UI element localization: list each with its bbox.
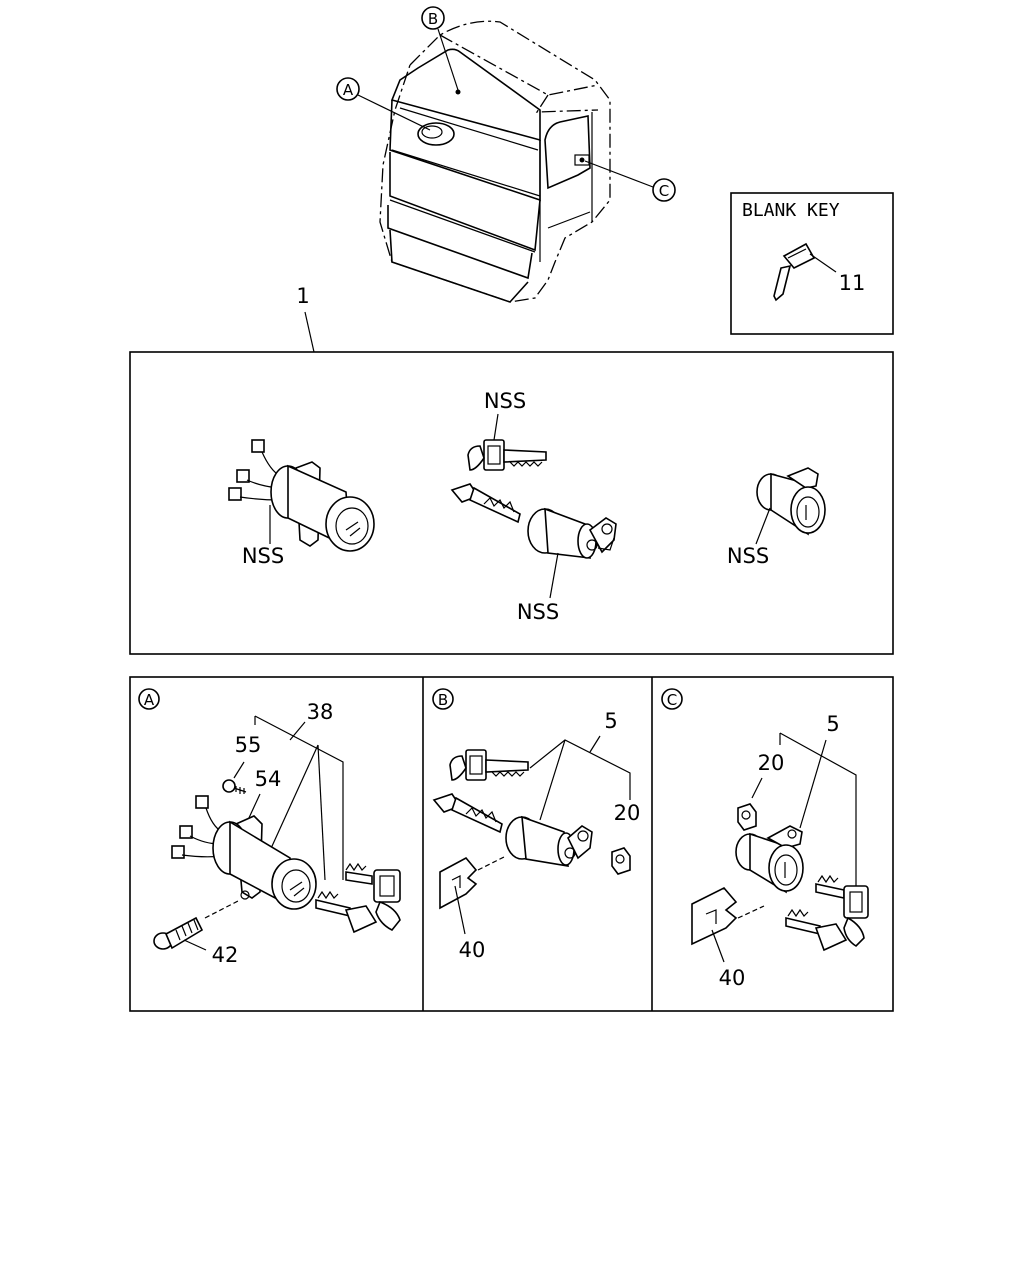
part-55-label: 55 [235, 733, 262, 757]
svg-text:B: B [438, 691, 448, 709]
part-5-label-b: 5 [604, 709, 617, 733]
key-set-b [432, 749, 529, 834]
svg-text:A: A [144, 691, 155, 709]
part-40-label-c: 40 [719, 966, 746, 990]
nss-label-ignition: NSS [242, 505, 284, 568]
part-42-label: 42 [212, 943, 239, 967]
retainer-40-c [691, 887, 738, 946]
blank-key-part-number: 11 [839, 271, 866, 295]
svg-text:NSS: NSS [517, 600, 559, 624]
assembly-label: 1 [296, 284, 315, 353]
panel-a: A 38 55 54 [138, 688, 401, 967]
panel-b: B 5 20 [432, 688, 641, 962]
svg-text:B: B [428, 10, 438, 28]
part-40-label-b: 40 [459, 938, 486, 962]
door-lock-cylinder-b [505, 815, 593, 867]
key-set-assembly [450, 439, 547, 524]
blank-key-icon [773, 242, 816, 302]
nss-label-door-lock: NSS [517, 552, 559, 624]
retainer-40-b [439, 856, 478, 910]
part-20-label-b: 20 [614, 801, 641, 825]
svg-text:NSS: NSS [727, 544, 769, 568]
svg-text:NSS: NSS [484, 389, 526, 413]
callout-a-panel: A [138, 688, 160, 710]
svg-text:C: C [667, 691, 677, 709]
lock-cylinder-right-assembly [756, 467, 826, 536]
ignition-switch-assembly [228, 439, 375, 552]
clip-20-b [611, 847, 631, 875]
panel-c: C 5 20 [661, 688, 869, 990]
bolt-42 [153, 899, 241, 950]
callout-c-panel: C [661, 688, 683, 710]
door-lock-cylinder-assembly [527, 507, 617, 559]
truck-cab-illustration [379, 20, 611, 303]
callout-b-panel: B [432, 688, 454, 710]
detail-panels-frame [129, 676, 894, 1012]
part-20-label-c: 20 [758, 751, 785, 775]
callout-b-top: B [421, 6, 459, 91]
svg-text:NSS: NSS [242, 544, 284, 568]
lock-cylinder-c [735, 825, 804, 894]
callout-c-top: C [584, 160, 676, 202]
ignition-switch-a [171, 795, 317, 910]
blank-key-title: BLANK KEY [742, 200, 840, 221]
part-54-label: 54 [255, 767, 282, 791]
clip-20-c [737, 803, 757, 831]
callout-a-top: A [336, 77, 431, 131]
screw-55 [222, 779, 247, 794]
svg-text:A: A [343, 81, 354, 99]
part-38-label: 38 [307, 700, 334, 724]
assembly-panel [129, 351, 894, 655]
blank-key-box: BLANK KEY 11 [730, 192, 894, 335]
svg-text:1: 1 [296, 284, 309, 308]
part-5-label-c: 5 [826, 712, 839, 736]
key-set-c [785, 874, 869, 952]
nss-label-keys: NSS [484, 389, 526, 441]
key-set-a [315, 862, 401, 934]
svg-text:C: C [659, 182, 669, 200]
nss-label-right-lock: NSS [727, 507, 771, 568]
